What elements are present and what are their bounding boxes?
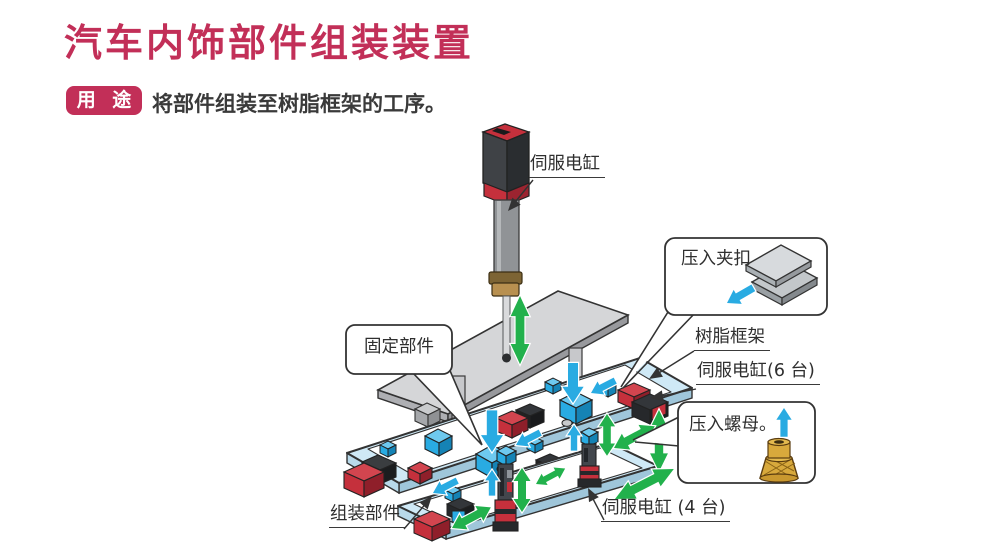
leader-lines <box>403 179 697 530</box>
purpose-badge: 用 途 <box>66 86 142 115</box>
slide-tower <box>492 445 519 532</box>
slide-tower <box>577 427 602 488</box>
page-title: 汽车内饰部件组装装置 <box>64 21 475 65</box>
callout-fixed-part-text: 固定部件 <box>364 337 434 357</box>
callout-tail <box>411 311 697 447</box>
label-servo-cylinder-4: 伺服电缸 (4 台) <box>601 498 731 522</box>
purpose-text: 将部件组装至树脂框架的工序。 <box>152 92 446 116</box>
servo-cylinder-icon <box>481 123 531 363</box>
clip-icon <box>721 244 819 312</box>
label-assembly-part: 组装部件 <box>329 504 405 528</box>
label-servo-cylinder: 伺服电缸 <box>529 154 605 178</box>
callout-press-in-nut-text: 压入螺母。 <box>689 415 777 435</box>
nut-icon <box>759 406 799 483</box>
callout-press-in-clip-text: 压入夹扣 <box>681 249 751 269</box>
label-servo-cylinder-6: 伺服电缸(6 台) <box>696 361 820 385</box>
clamp-block <box>423 428 454 457</box>
label-resin-frame: 树脂框架 <box>694 327 770 351</box>
callout-box-fixed <box>345 324 453 375</box>
